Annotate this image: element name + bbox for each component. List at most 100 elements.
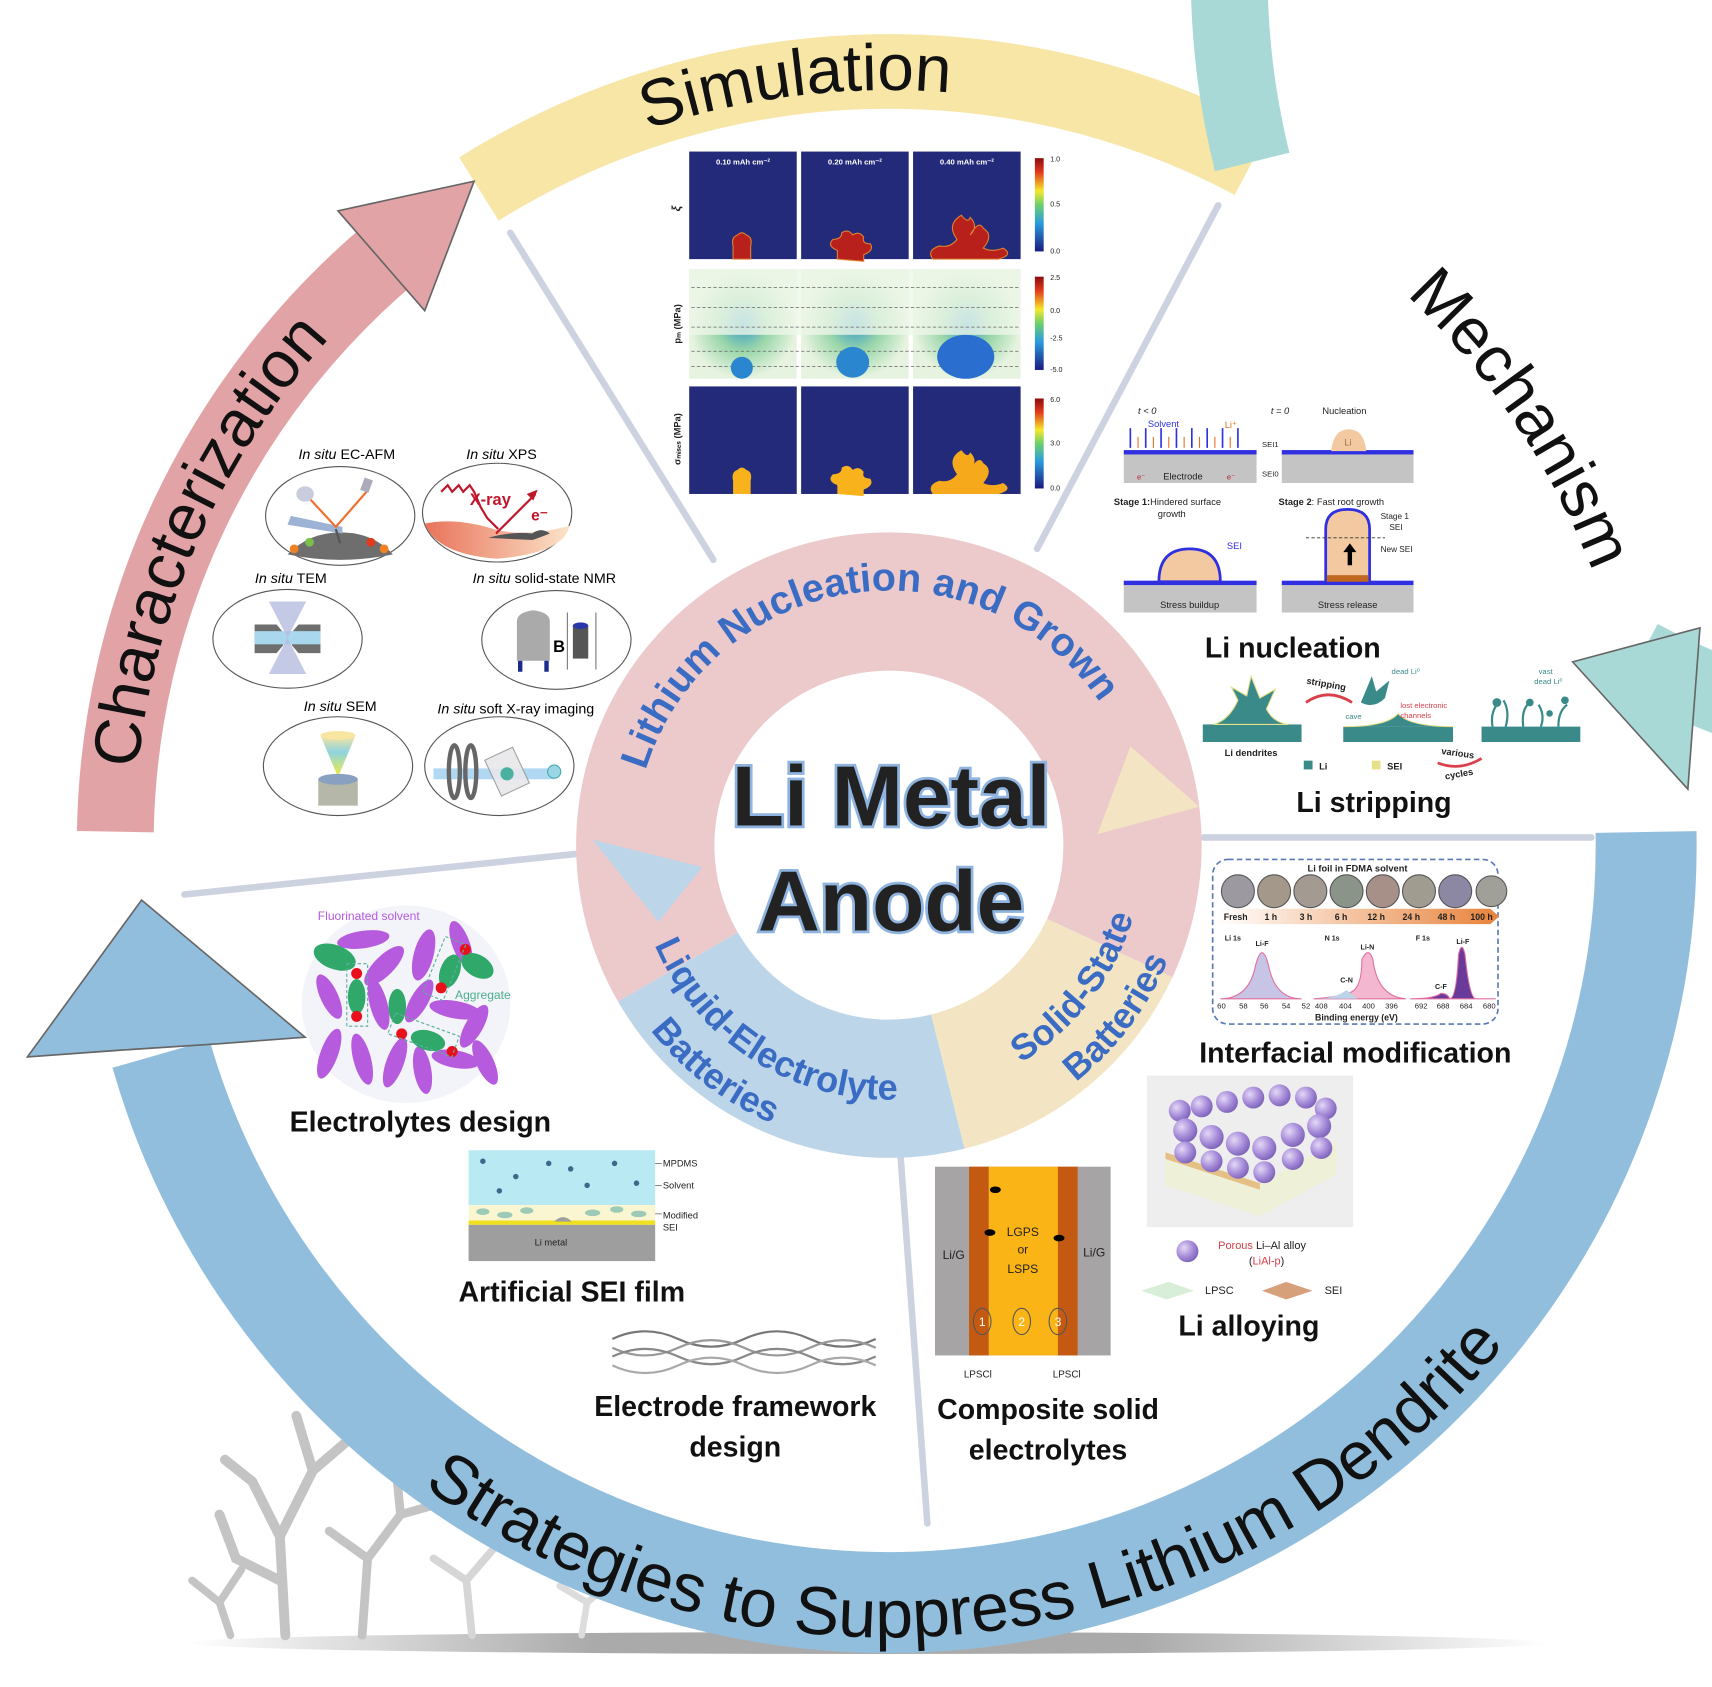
von-mises-row bbox=[689, 386, 1021, 497]
nucleation-schematic: t < 0 Solvent Li⁺ SEI1 SEI0 Electrode e⁻… bbox=[1114, 406, 1414, 613]
colorbar-tick: 0.5 bbox=[1050, 200, 1060, 208]
simulation-row-label: pₘ (MPa) bbox=[672, 304, 682, 343]
legend-lpsc-swatch bbox=[1141, 1281, 1195, 1300]
legend-li-label: Li bbox=[1319, 761, 1327, 771]
stage1-title-line2: growth bbox=[1158, 509, 1186, 519]
label-various-cycles: cycles bbox=[1444, 767, 1474, 782]
label-li: Li bbox=[1344, 438, 1351, 448]
time-label: 100 h bbox=[1470, 912, 1492, 922]
spectrum-label: F 1s bbox=[1416, 935, 1430, 943]
method-nmr: B bbox=[481, 589, 632, 690]
colorbar-tick: 0.0 bbox=[1050, 248, 1060, 256]
method-name: XPS bbox=[504, 447, 536, 463]
peak-label: Li-F bbox=[1456, 938, 1470, 946]
peak-label: Li-N bbox=[1360, 943, 1374, 951]
porous-word: Porous bbox=[1218, 1240, 1253, 1252]
region-number: 3 bbox=[1055, 1315, 1062, 1329]
method-name: TEM bbox=[293, 571, 327, 587]
in-situ-prefix: In situ bbox=[437, 701, 475, 717]
mechanism-arrowhead bbox=[1571, 626, 1701, 792]
simulation-row-label: σₘᵢₛₑₛ (MPa) bbox=[672, 413, 682, 465]
stage2-title: Stage 2: Fast root growth bbox=[1279, 497, 1385, 507]
stage2-text: : Fast root growth bbox=[1312, 497, 1384, 507]
characterization-arrowhead bbox=[336, 180, 476, 313]
mechanism-panel: t < 0 Solvent Li⁺ SEI1 SEI0 Electrode e⁻… bbox=[1114, 406, 1581, 819]
label-nucleation: Nucleation bbox=[1322, 406, 1366, 416]
colorbar-tick: 0.0 bbox=[1050, 485, 1060, 493]
region-number: 1 bbox=[979, 1315, 986, 1329]
simulation-label-path: Simulation bbox=[630, 30, 954, 143]
method-xps: X-ray e⁻ bbox=[421, 462, 573, 563]
label-solvent: Solvent bbox=[1148, 419, 1179, 429]
strategies-band bbox=[112, 831, 1697, 1654]
axis-tick: 396 bbox=[1385, 1002, 1398, 1011]
legend-li-swatch bbox=[1303, 760, 1313, 770]
colorbar-tick: 1.0 bbox=[1050, 155, 1060, 163]
method-label-nmr: In situ solid-state NMR bbox=[473, 571, 616, 587]
legend-sei-swatch bbox=[1371, 760, 1381, 770]
label-stripping: stripping bbox=[1306, 676, 1347, 693]
colorbar-tick: 3.0 bbox=[1050, 440, 1060, 448]
time-label: 12 h bbox=[1367, 912, 1385, 922]
label-vast-dead-li: dead Li⁰ bbox=[1534, 677, 1562, 686]
label-li-g: Li/G bbox=[1083, 1246, 1105, 1260]
axis-tick: 58 bbox=[1239, 1002, 1248, 1011]
stage1-title: Stage 1:Hindered surface bbox=[1114, 497, 1221, 507]
heading-electrode-framework: design bbox=[689, 1431, 781, 1463]
li-foil-photos bbox=[1220, 874, 1508, 909]
xps-spectra: Li 1s Li-F N 1s C-N Li-N F 1s C-F Li-F 6… bbox=[1217, 935, 1496, 1023]
heading-composite-solid: electrolytes bbox=[969, 1435, 1128, 1467]
colorbar-tick: 6.0 bbox=[1050, 396, 1060, 404]
center-title-line2: Anode bbox=[758, 855, 1024, 950]
composite-solid-electrolytes-panel: Li/G Li/G LGPS or LSPS 1 2 3 LPSCl LPSCl… bbox=[935, 1166, 1159, 1467]
stripping-schematic: Li dendrites stripping dead Li⁰ cave los… bbox=[1202, 667, 1581, 782]
axis-tick: 684 bbox=[1460, 1002, 1474, 1011]
label-lgps: LGPS bbox=[1007, 1225, 1039, 1239]
simulation-panel: 0.10 mAh cm⁻² 0.20 mAh cm⁻² 0.40 mAh cm⁻… bbox=[669, 151, 1063, 497]
legend-sei-swatch bbox=[1262, 1281, 1313, 1300]
axis-tick: 404 bbox=[1339, 1002, 1353, 1011]
ring-arrow-liquid-tip bbox=[592, 839, 703, 922]
legend-sei-label: SEI bbox=[1387, 761, 1402, 771]
method-label-ec-afm: In situ EC-AFM bbox=[298, 447, 395, 463]
peak-label: Li-F bbox=[1256, 940, 1270, 948]
axis-tick: 692 bbox=[1415, 1002, 1428, 1011]
axis-tick: 60 bbox=[1217, 1002, 1226, 1011]
method-label-xps: In situ XPS bbox=[466, 447, 537, 463]
heading-artificial-sei: Artificial SEI film bbox=[458, 1277, 685, 1309]
axis-tick: 56 bbox=[1260, 1002, 1269, 1011]
heading-li-alloying: Li alloying bbox=[1178, 1311, 1319, 1343]
time-arrow bbox=[1218, 908, 1500, 925]
axis-tick: 408 bbox=[1315, 1002, 1328, 1011]
peak-label: C-F bbox=[1435, 983, 1448, 991]
in-situ-prefix: In situ bbox=[304, 699, 342, 715]
legend-porous-alloy-icon bbox=[1176, 1240, 1199, 1263]
heading-li-stripping: Li stripping bbox=[1296, 787, 1451, 819]
label-li-g: Li/G bbox=[943, 1248, 965, 1262]
method-label-soft-xray: In situ soft X-ray imaging bbox=[437, 701, 594, 717]
axis-tick: 680 bbox=[1483, 1002, 1496, 1011]
label-or: or bbox=[1017, 1242, 1028, 1256]
alloy-name: Li–Al alloy bbox=[1253, 1240, 1307, 1252]
section-dividers bbox=[181, 202, 1595, 1527]
colorbar-tick: -5.0 bbox=[1050, 366, 1062, 374]
label-li-metal: Li metal bbox=[535, 1238, 568, 1248]
label-sei1: SEI1 bbox=[1262, 440, 1279, 449]
label-stress-release: Stress release bbox=[1318, 600, 1378, 610]
heading-li-nucleation: Li nucleation bbox=[1205, 632, 1381, 664]
label-lpscl: LPSCl bbox=[964, 1369, 992, 1380]
method-soft-xray bbox=[424, 716, 575, 817]
heading-composite-solid: Composite solid bbox=[937, 1394, 1159, 1426]
label-lost-channels: lost electronic bbox=[1400, 701, 1447, 710]
label-electron: e⁻ bbox=[1227, 473, 1235, 482]
axis-label-binding-energy: Binding energy (eV) bbox=[1315, 1013, 1398, 1023]
method-name: EC-AFM bbox=[337, 447, 396, 463]
legend-porous-alloy: Porous Li–Al alloy bbox=[1218, 1240, 1306, 1252]
label-stage1-sei: Stage 1 bbox=[1381, 512, 1410, 521]
legend-sei: SEI bbox=[1325, 1285, 1343, 1297]
pressure-row bbox=[689, 268, 1021, 379]
simulation-column-label: 0.10 mAh cm⁻² bbox=[716, 158, 770, 167]
time-label: 1 h bbox=[1264, 912, 1277, 922]
interfacial-title: Li foil in FDMA solvent bbox=[1308, 863, 1408, 873]
